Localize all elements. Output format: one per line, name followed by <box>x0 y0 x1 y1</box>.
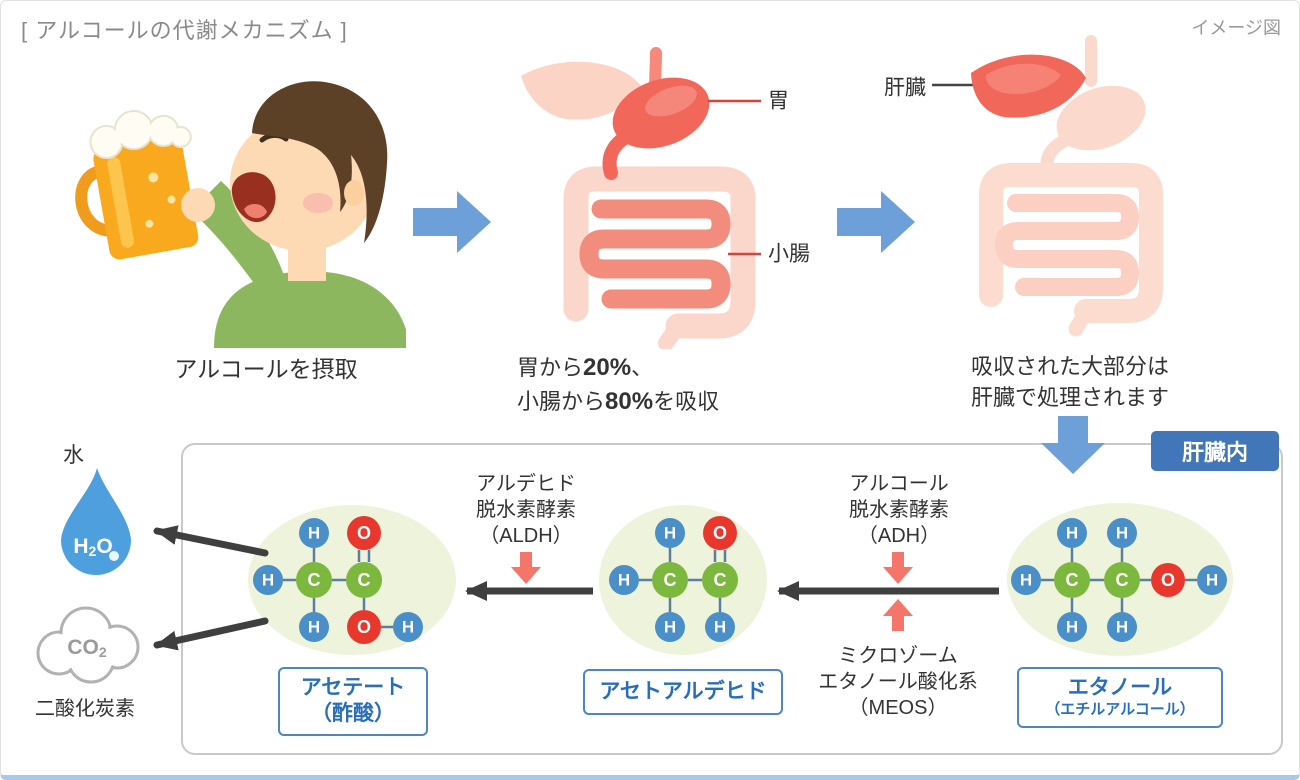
svg-text:C: C <box>358 570 371 590</box>
carbon-atom: C <box>702 562 738 598</box>
liver-label: 肝臓 <box>884 77 926 100</box>
svg-text:H: H <box>262 571 274 590</box>
oxygen-atom: O <box>347 516 381 550</box>
stomach-pale-icon <box>1056 85 1146 151</box>
hydrogen-atom: H <box>253 565 283 595</box>
acetaldehyde-molecule: H H O H H C C <box>599 505 767 655</box>
co2-formula: CO2 <box>67 636 107 661</box>
processing-caption: 吸収された大部分は 肝臓で処理されます <box>971 354 1170 411</box>
stomach-label: 胃 <box>768 90 789 113</box>
enzyme-meos-label: ミクロゾーム エタノール酸化系 （MEOS） <box>818 645 978 719</box>
carbon-atom: C <box>1054 561 1090 598</box>
carbon-atom: C <box>652 562 688 598</box>
svg-text:O: O <box>1161 570 1175 590</box>
page-title: [ アルコールの代謝メカニズム ] <box>21 18 348 43</box>
svg-text:H: H <box>664 618 676 637</box>
hydrogen-atom: H <box>609 565 639 595</box>
carbon-atom: C <box>346 562 382 598</box>
acetaldehyde-label: アセトアルデヒド <box>583 669 783 716</box>
svg-text:H: H <box>1020 570 1032 589</box>
co2-cloud-icon: CO2 <box>36 606 140 684</box>
svg-text:H: H <box>1066 617 1078 636</box>
flow-arrow-2-icon <box>837 191 915 253</box>
large-intestine-icon <box>563 166 756 339</box>
svg-text:H: H <box>1116 617 1128 636</box>
absorption-caption: 胃から20%、 小腸から80%を吸収 <box>517 354 720 416</box>
ethanol-structure-icon: H H H H H C C O H <box>1011 517 1227 642</box>
liver-box-badge: 肝臓内 <box>1151 431 1279 471</box>
liver-pale-icon <box>521 61 641 120</box>
hydrogen-atom: H <box>1057 611 1087 642</box>
svg-text:C: C <box>714 570 727 590</box>
oxygen-atom: O <box>1151 562 1185 597</box>
oxygen-atom: O <box>347 610 381 644</box>
svg-text:H: H <box>1066 523 1078 542</box>
hydrogen-atom: H <box>1057 517 1087 548</box>
svg-text:C: C <box>1066 570 1079 590</box>
svg-text:H: H <box>308 524 320 543</box>
person-drinking-icon <box>75 81 406 348</box>
hydrogen-atom: H <box>299 518 329 548</box>
hydrogen-atom: H <box>655 518 685 548</box>
small-intestine-pale-icon <box>995 194 1139 296</box>
image-note: イメージ図 <box>1191 18 1281 38</box>
flow-arrow-1-icon <box>413 191 491 253</box>
beer-mug-icon <box>75 110 199 260</box>
digestive-system-icon: 胃 小腸 <box>521 47 810 349</box>
svg-text:H: H <box>618 571 630 590</box>
adh-red-down-arrow-icon <box>883 552 913 584</box>
co2-label: 二酸化炭素 <box>35 698 135 720</box>
intake-caption: アルコールを摂取 <box>174 356 358 382</box>
svg-text:C: C <box>664 570 677 590</box>
svg-text:H: H <box>1206 570 1218 589</box>
small-intestine-icon <box>579 199 731 309</box>
enzyme-aldh-label: アルデヒド 脱水素酵素 （ALDH） <box>476 473 576 547</box>
svg-text:H: H <box>664 524 676 543</box>
hydrogen-atom: H <box>655 612 685 642</box>
acetate-structure-icon: H H O H O H C C <box>253 516 423 644</box>
hydrogen-atom: H <box>299 612 329 642</box>
svg-text:H: H <box>308 618 320 637</box>
oxygen-atom: O <box>703 516 737 550</box>
intestine-label: 小腸 <box>768 243 810 266</box>
svg-text:H: H <box>402 618 414 637</box>
liver-system-icon: 肝臓 <box>884 35 1163 337</box>
svg-text:O: O <box>357 523 371 543</box>
svg-text:H: H <box>1116 523 1128 542</box>
large-intestine-pale-icon <box>979 163 1163 323</box>
svg-text:H: H <box>714 618 726 637</box>
hydrogen-atom: H <box>1107 517 1137 548</box>
ethanol-label: エタノール （エチルアルコール） <box>1017 667 1223 728</box>
acetate-label: アセテート （酢酸） <box>278 667 428 736</box>
acetate-molecule: H H O H O H C C <box>248 505 456 655</box>
meos-red-up-arrow-icon <box>883 599 913 631</box>
hydrogen-atom: H <box>1107 611 1137 642</box>
svg-text:O: O <box>713 523 727 543</box>
svg-text:C: C <box>1116 570 1129 590</box>
svg-text:O: O <box>357 617 371 637</box>
water-label: 水 <box>63 444 84 467</box>
hydrogen-atom: H <box>393 612 423 642</box>
hydrogen-atom: H <box>1011 564 1041 595</box>
water-formula: H2O <box>73 535 112 560</box>
aldh-red-down-arrow-icon <box>511 552 541 584</box>
ethanol-molecule: H H H H H C C O H <box>1007 503 1233 656</box>
water-droplet-icon: H2O <box>61 468 131 575</box>
acetaldehyde-structure-icon: H H O H H C C <box>609 516 738 642</box>
svg-text:C: C <box>308 570 321 590</box>
carbon-atom: C <box>296 562 332 598</box>
hydrogen-atom: H <box>1197 564 1227 595</box>
carbon-atom: C <box>1104 561 1140 598</box>
flow-down-arrow-icon <box>1041 416 1105 474</box>
enzyme-adh-label: アルコール 脱水素酵素 （ADH） <box>849 473 949 547</box>
hydrogen-atom: H <box>705 612 735 642</box>
